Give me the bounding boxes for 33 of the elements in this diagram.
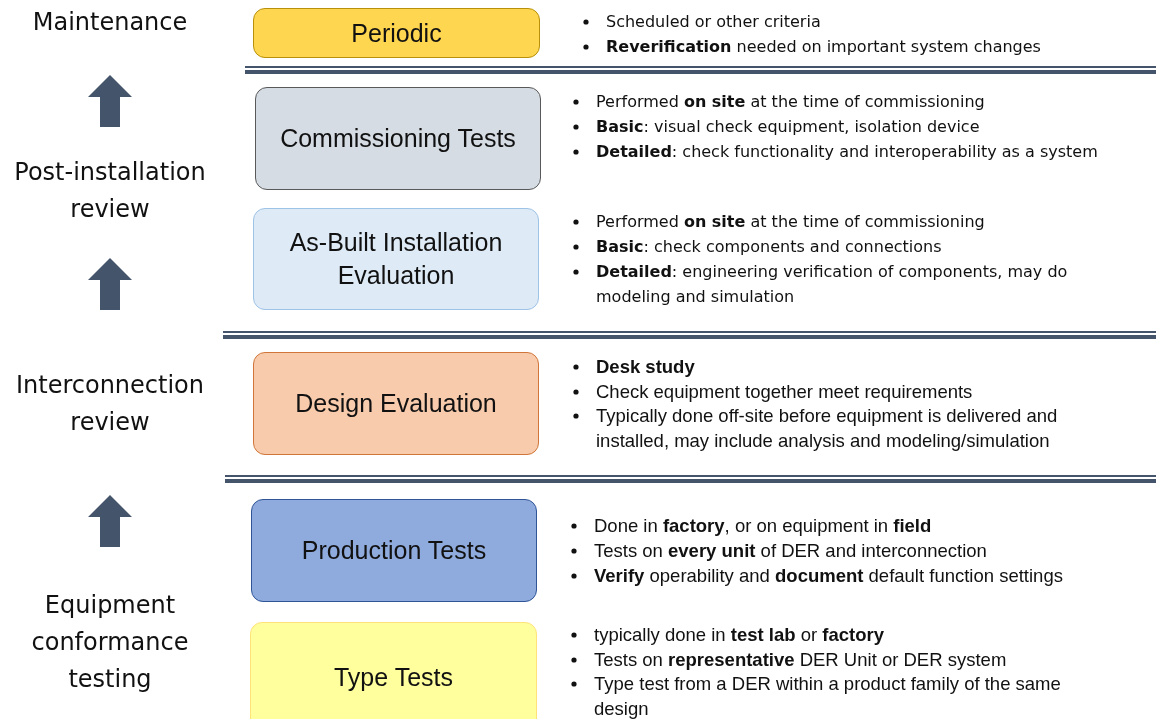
bullet-text: Typically done off-site before equipment is delivered and installed, may include analysis and modeling/simulation — [596, 405, 1058, 451]
phase-label: Interconnection review — [14, 370, 205, 438]
bullet-text: Performed on site at the time of commissioning — [596, 92, 985, 111]
stage-box — [253, 8, 540, 58]
stage-title: Commissioning Tests — [280, 123, 516, 154]
phase-label: Maintenance — [31, 7, 189, 38]
phase-label: Post-installation review — [13, 157, 207, 225]
bullet-text: Tests on representative DER Unit or DER system — [594, 648, 1007, 670]
bullet-text: Scheduled or other criteria — [606, 12, 821, 31]
stage-box — [255, 87, 541, 190]
stage-box — [251, 499, 537, 602]
bullet-text: Check equipment together meet requirements — [596, 380, 973, 402]
stage-title: Production Tests — [301, 535, 487, 566]
bullet-text: typically done in test lab or factory — [594, 624, 884, 645]
bullet-text: Type test from a DER within a product family of the same design — [594, 673, 1061, 719]
stage-title: As-Built Installation Evaluation — [288, 227, 504, 291]
stage-title: Design Evaluation — [295, 388, 497, 419]
bullet-text: Done in factory, or on equipment in field — [594, 515, 932, 536]
bullet-text: Detailed: check functionality and interoperability as a system — [596, 142, 1098, 161]
bullet-text: Detailed: engineering verification of components, may do modeling and simulation — [596, 262, 1068, 306]
stage-box — [250, 622, 537, 719]
bullet-text: Reverification needed on important system changes — [606, 37, 1041, 56]
bullet-text: Tests on every unit of DER and interconnection — [594, 540, 987, 561]
stage-title: Periodic — [351, 17, 442, 49]
bullet-text: Verify operability and document default function settings — [594, 565, 1063, 586]
stage-box — [253, 352, 539, 455]
bullet-text: Basic: visual check equipment, isolation device — [596, 117, 980, 136]
bullet-text: Performed on site at the time of commissioning — [596, 212, 985, 231]
stage-box — [253, 208, 539, 310]
bullet-text: Desk study — [596, 356, 695, 377]
phase-label: Equipment conformance testing — [30, 590, 190, 695]
bullet-text: Basic: check components and connections — [596, 237, 942, 256]
stage-title: Type Tests — [333, 661, 453, 693]
